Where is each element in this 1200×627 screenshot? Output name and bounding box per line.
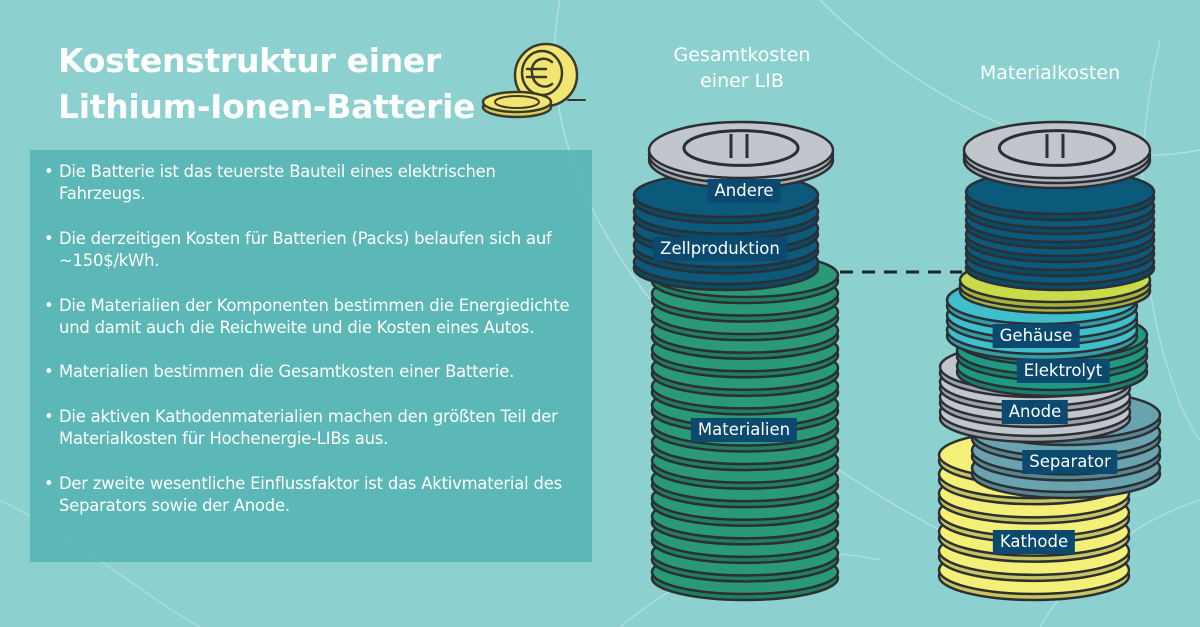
- label-gehaeuse: Gehäuse: [992, 324, 1080, 348]
- title-line-1: Kostenstruktur einer: [58, 41, 441, 80]
- bullet-item: Die derzeitigen Kosten für Batterien (Pa…: [44, 228, 584, 272]
- andere-right-coin-symbol: [1045, 134, 1065, 158]
- bullet-item: Die Batterie ist das teuerste Bauteil ei…: [44, 161, 584, 205]
- label-anode: Anode: [1001, 400, 1069, 424]
- column-title-total: Gesamtkosten einer LIB: [642, 42, 842, 94]
- bullet-item: Die Materialien der Komponenten bestimme…: [44, 295, 584, 339]
- label-elektrolyt: Elektrolyt: [1016, 359, 1110, 383]
- andere-right-coin: [962, 120, 1152, 180]
- page-title: Kostenstruktur einer Lithium-Ionen-Batte…: [58, 38, 476, 130]
- andere-right-coin-ring: [997, 129, 1117, 167]
- info-panel: Die Batterie ist das teuerste Bauteil ei…: [30, 150, 592, 562]
- andere-coin-ring: [682, 129, 800, 167]
- coins-icon: [481, 42, 586, 119]
- label-andere: Andere: [707, 179, 781, 203]
- column-title-total-line-1: Gesamtkosten: [673, 44, 811, 66]
- column-title-total-line-2: einer LIB: [700, 70, 784, 92]
- andere-coin-symbol: [729, 134, 749, 158]
- label-zellproduktion: Zellproduktion: [653, 237, 787, 261]
- bullet-list: Die Batterie ist das teuerste Bauteil ei…: [44, 161, 584, 540]
- bullet-item: Der zweite wesentliche Einflussfaktor is…: [44, 473, 584, 517]
- label-separator: Separator: [1022, 450, 1118, 474]
- label-materialien: Materialien: [690, 418, 798, 442]
- bullet-item: Materialien bestimmen die Gesamtkosten e…: [44, 361, 584, 383]
- andere-coin: [647, 120, 835, 180]
- bullet-item: Die aktiven Kathodenmaterialien machen d…: [44, 406, 584, 450]
- title-line-2: Lithium-Ionen-Batterie: [58, 87, 476, 126]
- column-title-material: Materialkosten: [979, 62, 1121, 84]
- label-kathode: Kathode: [992, 530, 1076, 554]
